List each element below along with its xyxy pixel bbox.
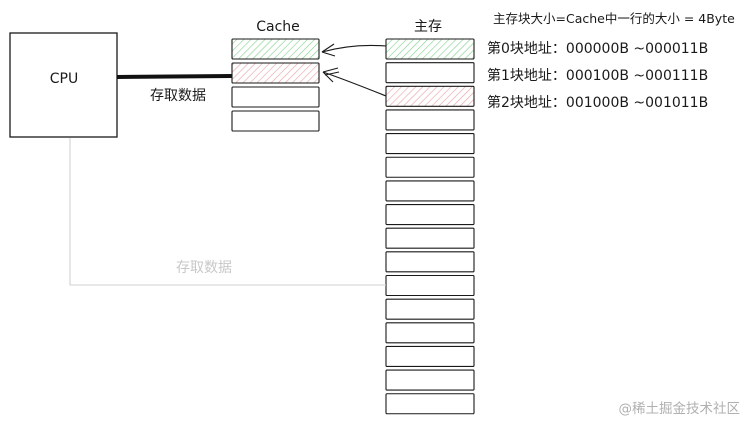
cache-row (231, 62, 320, 84)
memory-block-row (385, 274, 475, 297)
memory-block-row (385, 109, 475, 131)
block1-address: 第1块地址：000100B ~000111B (487, 67, 708, 84)
main-memory-label: 主存 (414, 19, 442, 35)
cache-row (231, 110, 320, 132)
memory-block-row (385, 227, 475, 249)
cache-label: Cache (256, 19, 300, 35)
cache-row (231, 86, 320, 108)
memory-block-row (385, 62, 475, 84)
cpu-box (9, 32, 118, 138)
cache-column (231, 38, 320, 132)
cpu-label: CPU (50, 71, 78, 87)
memory-block-row (385, 204, 475, 226)
memory-block-row (385, 369, 475, 391)
memory-block-row (385, 156, 475, 178)
memory-block-row (385, 322, 475, 344)
cpu-memory-link (69, 138, 386, 286)
mapping-arrow-block2 (322, 67, 387, 97)
memory-block-row (385, 38, 475, 60)
memory-block-row (385, 251, 475, 273)
memory-block-row-highlight (386, 39, 474, 59)
cache-row-highlight (232, 39, 319, 59)
memory-block-row (385, 85, 475, 107)
cache-row (231, 38, 320, 60)
memory-block-row (385, 298, 475, 320)
block-size-note: 主存块大小=Cache中一行的大小 = 4Byte (493, 11, 735, 26)
block0-address: 第0块地址：000000B ~000011B (487, 40, 708, 57)
mapping-arrow-block0 (321, 43, 387, 57)
watermark: @稀土掘金技术社区 (619, 401, 741, 417)
block2-address: 第2块地址：001000B ~001011B (487, 94, 708, 111)
memory-block-row (385, 393, 475, 415)
cache-row-highlight (232, 63, 319, 83)
cpu-cache-link (116, 74, 233, 79)
access-label-lower: 存取数据 (176, 260, 232, 276)
memory-block-row (385, 345, 475, 368)
memory-block-row (385, 180, 475, 202)
main-memory-column (385, 38, 475, 415)
access-label-upper: 存取数据 (150, 88, 206, 104)
memory-block-row-highlight (386, 86, 474, 107)
memory-block-row (385, 133, 475, 155)
